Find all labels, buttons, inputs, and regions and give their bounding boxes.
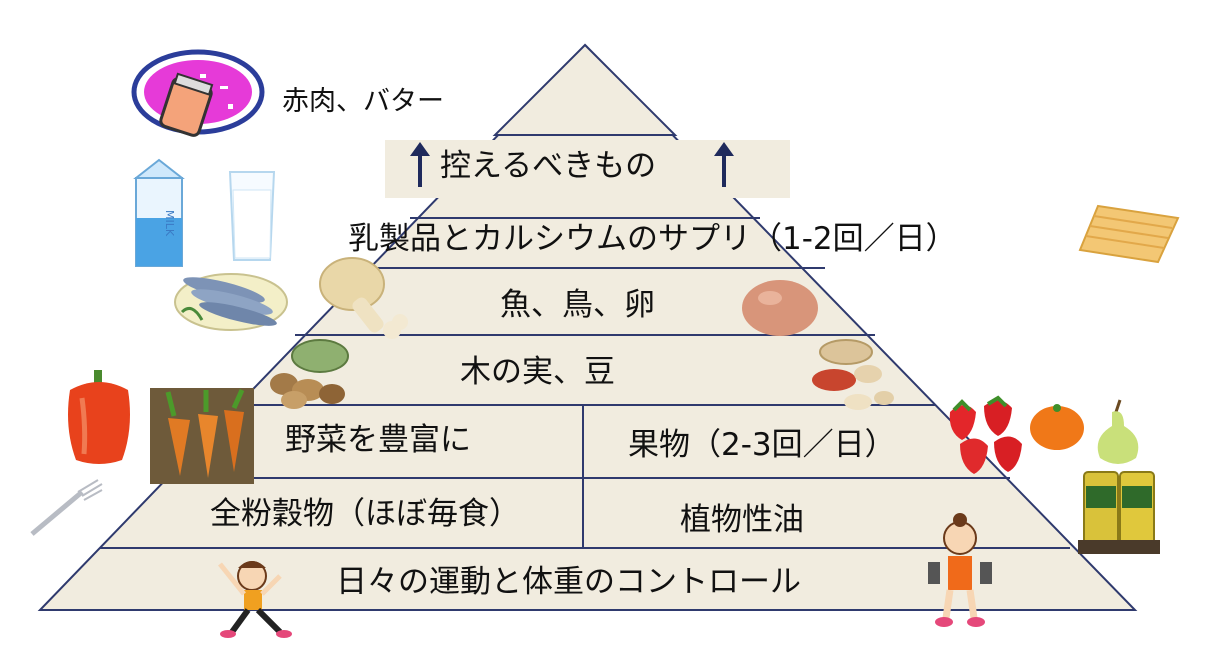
grains-tier-label: 全粉穀物（ほぼ毎食） (210, 496, 520, 532)
dumbbell-girl-icon (928, 513, 992, 627)
limit-tier-label: 控えるべきもの (440, 148, 657, 184)
up-arrow-icon (410, 142, 430, 187)
red-meat-butter-plate-icon (131, 49, 265, 137)
nuts-tier-label: 木の実、豆 (460, 354, 615, 390)
carrots-icon (150, 388, 254, 484)
bell-pepper-icon (68, 370, 130, 464)
supplement-tablets-icon (1078, 204, 1180, 264)
pear-icon (1097, 399, 1139, 464)
milk-glass-icon (228, 171, 276, 261)
fruit-tier-label: 果物（2-3回／日） (628, 427, 896, 463)
chicken-leg-icon (319, 257, 408, 339)
milk-carton-icon: MILK (133, 158, 185, 267)
vegetables-tier-label: 野菜を豊富に (285, 422, 471, 458)
egg-icon (742, 280, 818, 336)
dairy-tier-label: 乳製品とカルシウムのサプリ（1-2回／日） (348, 221, 957, 257)
oil-tier-label: 植物性油 (680, 502, 804, 538)
svg-text:MILK: MILK (163, 210, 176, 237)
peanuts-icon (812, 339, 894, 410)
base-tier-label: 日々の運動と体重のコントロール (336, 564, 801, 600)
fish-plate-icon (174, 273, 288, 331)
fork-icon (30, 479, 103, 536)
up-arrow-icon (714, 142, 734, 187)
red-meat-label: 赤肉、バター (282, 86, 444, 117)
oil-bottles-icon (1078, 471, 1160, 554)
protein-tier-label: 魚、鳥、卵 (500, 287, 655, 323)
nuts-icon (270, 339, 349, 409)
strawberries-icon (949, 395, 1022, 474)
orange-icon (1030, 404, 1084, 450)
exercising-girl-icon (218, 561, 292, 638)
